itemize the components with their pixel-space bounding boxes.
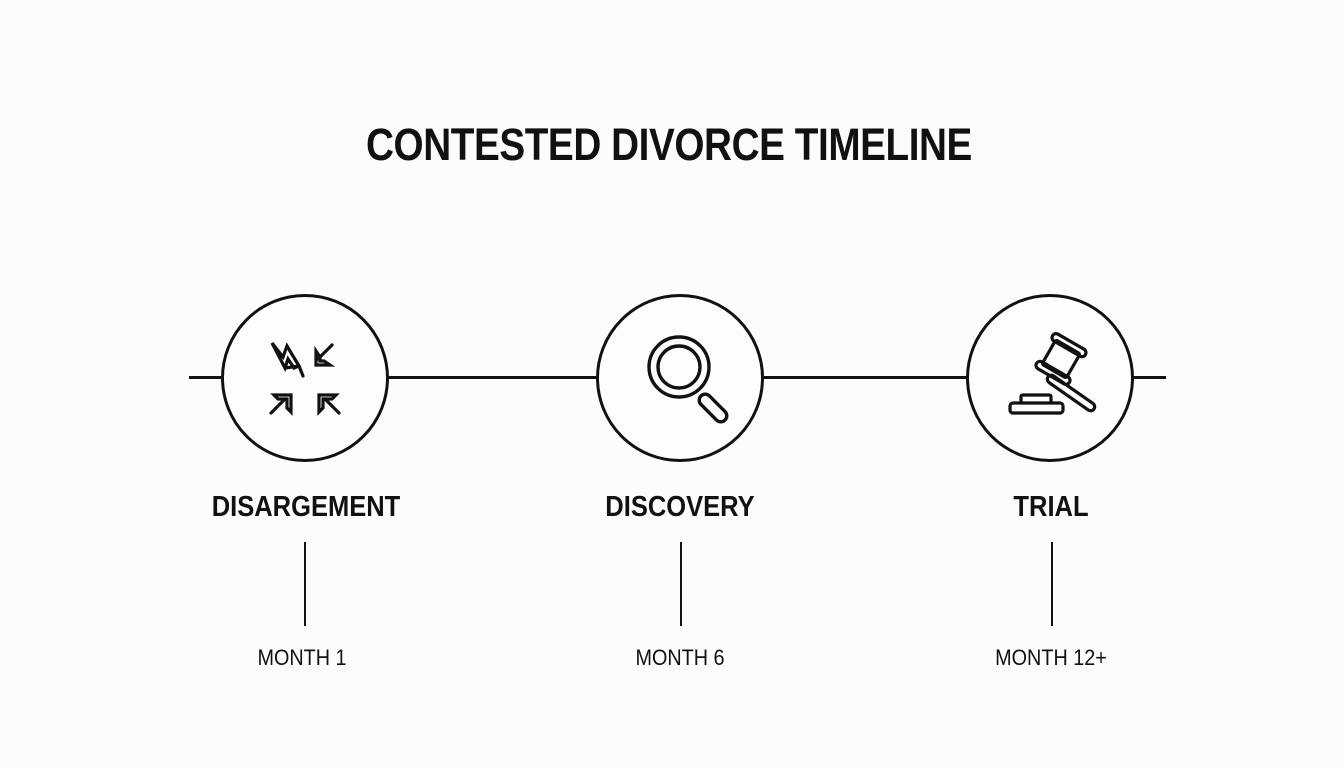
stage-tick-disagreement <box>304 542 306 626</box>
gavel-icon <box>1008 332 1097 415</box>
diagram-title: CONTESTED DIVORCE TIMELINE <box>366 119 972 170</box>
conflict-arrows-icon <box>269 342 341 416</box>
stage-label-trial: TRIAL <box>1013 491 1089 523</box>
stage-node-discovery <box>596 294 764 462</box>
stage-tick-trial <box>1051 542 1053 626</box>
stage-node-disagreement <box>221 294 389 462</box>
stage-label-discovery: DISCOVERY <box>605 491 755 523</box>
stage-time-trial: MONTH 12+ <box>995 645 1107 670</box>
stage-label-disagreement: DISARGEMENT <box>211 491 401 523</box>
stage-tick-discovery <box>680 542 682 626</box>
stage-time-discovery: MONTH 6 <box>635 645 725 670</box>
stage-node-trial <box>966 294 1134 462</box>
magnifying-glass-icon <box>647 335 729 424</box>
stage-time-disagreement: MONTH 1 <box>257 645 347 670</box>
